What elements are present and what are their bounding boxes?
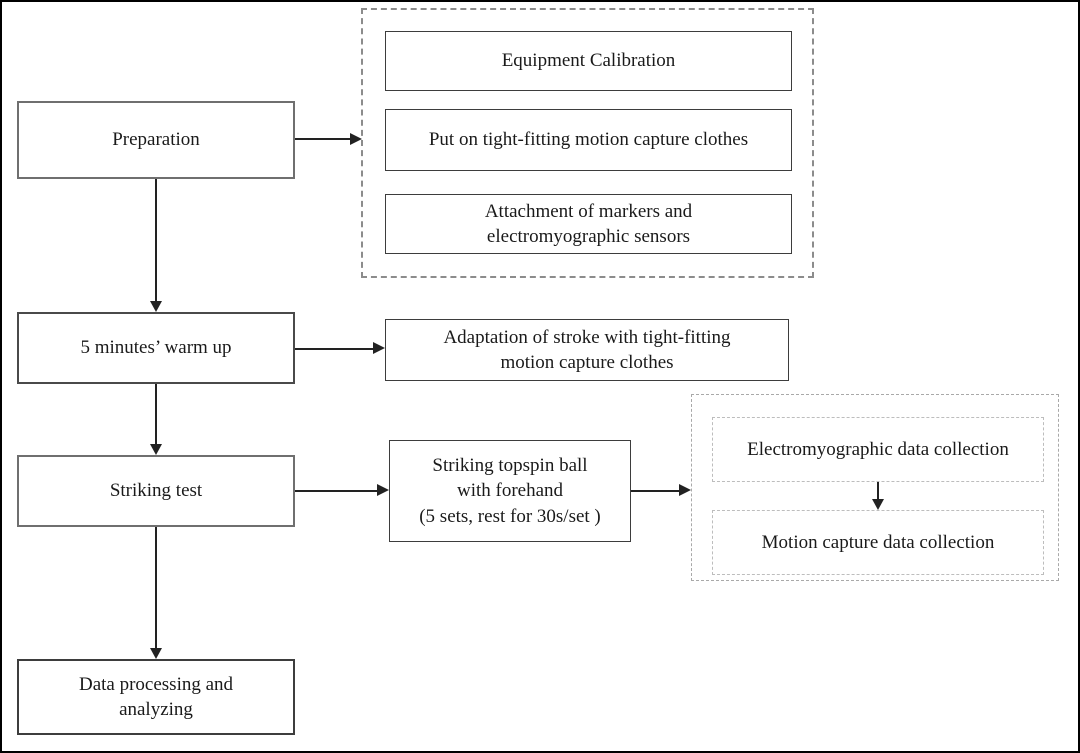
striking-test-box: Striking test: [17, 455, 295, 527]
put-on-clothes-label: Put on tight-fitting motion capture clot…: [428, 129, 749, 151]
equipment-calibration-label: Equipment Calibration: [501, 50, 676, 72]
striking-detail-line-1: Striking topspin ball: [432, 455, 588, 477]
arrow-striking-to-detail-line: [295, 490, 377, 492]
striking-detail-box: Striking topspin ball with forehand (5 s…: [389, 440, 631, 542]
arrow-striking-to-processing-head: [150, 648, 162, 659]
striking-detail-line-2: with forehand: [456, 480, 564, 502]
equipment-calibration-box: Equipment Calibration: [385, 31, 792, 91]
arrow-preparation-to-warmup-line: [155, 179, 157, 301]
data-processing-line-1: Data processing and: [78, 673, 234, 695]
warm-up-label: 5 minutes’ warm up: [80, 337, 232, 359]
striking-detail-line-3: (5 sets, rest for 30s/set ): [419, 505, 601, 527]
arrow-detail-to-collection-line: [631, 490, 679, 492]
emg-collection-label: Electromyographic data collection: [747, 438, 1009, 460]
adaptation-line-2: motion capture clothes: [500, 352, 674, 373]
data-collection-group: [691, 394, 1059, 581]
arrow-preparation-to-steps-head: [350, 133, 362, 145]
attachment-line-2: electromyographic sensors: [486, 226, 691, 247]
preparation-label: Preparation: [112, 129, 200, 151]
preparation-box: Preparation: [17, 101, 295, 179]
arrow-striking-to-detail-head: [377, 484, 389, 496]
arrow-warmup-to-adaptation-head: [373, 342, 385, 354]
mocap-collection-box: Motion capture data collection: [712, 510, 1044, 575]
arrow-detail-to-collection-head: [679, 484, 691, 496]
adaptation-line-1: Adaptation of stroke with tight-fitting: [443, 326, 731, 348]
attachment-line-1: Attachment of markers and: [484, 200, 693, 222]
emg-collection-box: Electromyographic data collection: [712, 417, 1044, 482]
striking-test-label: Striking test: [109, 480, 203, 502]
arrow-warmup-to-striking-head: [150, 444, 162, 455]
preparation-steps-group: [361, 8, 814, 278]
arrow-emg-to-mocap-head: [872, 499, 884, 510]
arrow-warmup-to-striking-line: [155, 384, 157, 444]
adaptation-box: Adaptation of stroke with tight-fitting …: [385, 319, 789, 381]
arrow-striking-to-processing-line: [155, 527, 157, 648]
arrow-preparation-to-warmup-head: [150, 301, 162, 312]
put-on-clothes-box: Put on tight-fitting motion capture clot…: [385, 109, 792, 171]
arrow-emg-to-mocap-line: [877, 482, 879, 500]
arrow-warmup-to-adaptation-line: [295, 348, 373, 350]
data-processing-line-2: analyzing: [119, 699, 193, 720]
mocap-collection-label: Motion capture data collection: [761, 531, 995, 553]
warm-up-box: 5 minutes’ warm up: [17, 312, 295, 384]
attachment-box: Attachment of markers and electromyograp…: [385, 194, 792, 254]
arrow-preparation-to-steps-line: [295, 138, 350, 140]
data-processing-box: Data processing and analyzing: [17, 659, 295, 735]
